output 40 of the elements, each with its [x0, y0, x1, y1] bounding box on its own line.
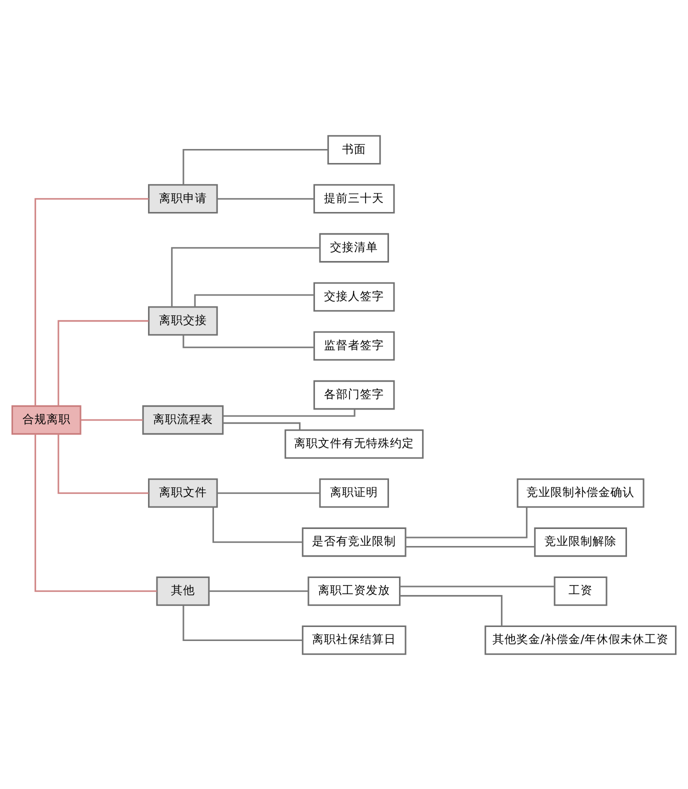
- node-box: 离职申请: [148, 184, 218, 214]
- node-box: 合规离职: [11, 404, 82, 434]
- connector: [34, 434, 157, 592]
- node-box: 竞业限制解除: [534, 526, 627, 556]
- node-box: 书面: [327, 134, 381, 164]
- node-box: 工资: [554, 576, 608, 606]
- node-box: 离职社保结算日: [302, 625, 406, 654]
- connector: [208, 590, 308, 592]
- connector: [217, 198, 314, 200]
- connector: [194, 294, 314, 306]
- node-box: 离职交接: [148, 306, 218, 336]
- node-box: 各部门签字: [313, 380, 395, 410]
- connector: [182, 148, 328, 184]
- connector: [34, 198, 149, 406]
- node-box: 其他奖金/补偿金/年休假未休工资: [484, 625, 677, 654]
- node-box: 其他: [156, 576, 210, 606]
- node-box: 监督者签字: [313, 330, 395, 360]
- node-box: 交接清单: [319, 232, 389, 262]
- node-box: 离职文件: [148, 478, 218, 508]
- connector: [406, 546, 535, 548]
- connector: [182, 604, 302, 640]
- connector: [80, 418, 143, 420]
- connector: [217, 492, 320, 494]
- node-box: 是否有竞业限制: [302, 526, 406, 556]
- node-box: 离职工资发放: [308, 576, 401, 606]
- connector: [223, 408, 356, 416]
- connector: [223, 422, 301, 430]
- connector: [171, 246, 320, 306]
- node-box: 离职证明: [319, 478, 389, 508]
- connector: [406, 506, 528, 538]
- connector: [212, 506, 302, 542]
- connector: [400, 585, 555, 587]
- node-box: 提前三十天: [313, 184, 395, 214]
- node-box: 交接人签字: [313, 282, 395, 312]
- node-box: 离职文件有无特殊约定: [284, 428, 424, 458]
- node-box: 离职流程表: [142, 404, 224, 434]
- connector: [400, 594, 502, 626]
- connector: [58, 320, 149, 406]
- connector: [58, 434, 149, 494]
- node-box: 竞业限制补偿金确认: [516, 478, 644, 508]
